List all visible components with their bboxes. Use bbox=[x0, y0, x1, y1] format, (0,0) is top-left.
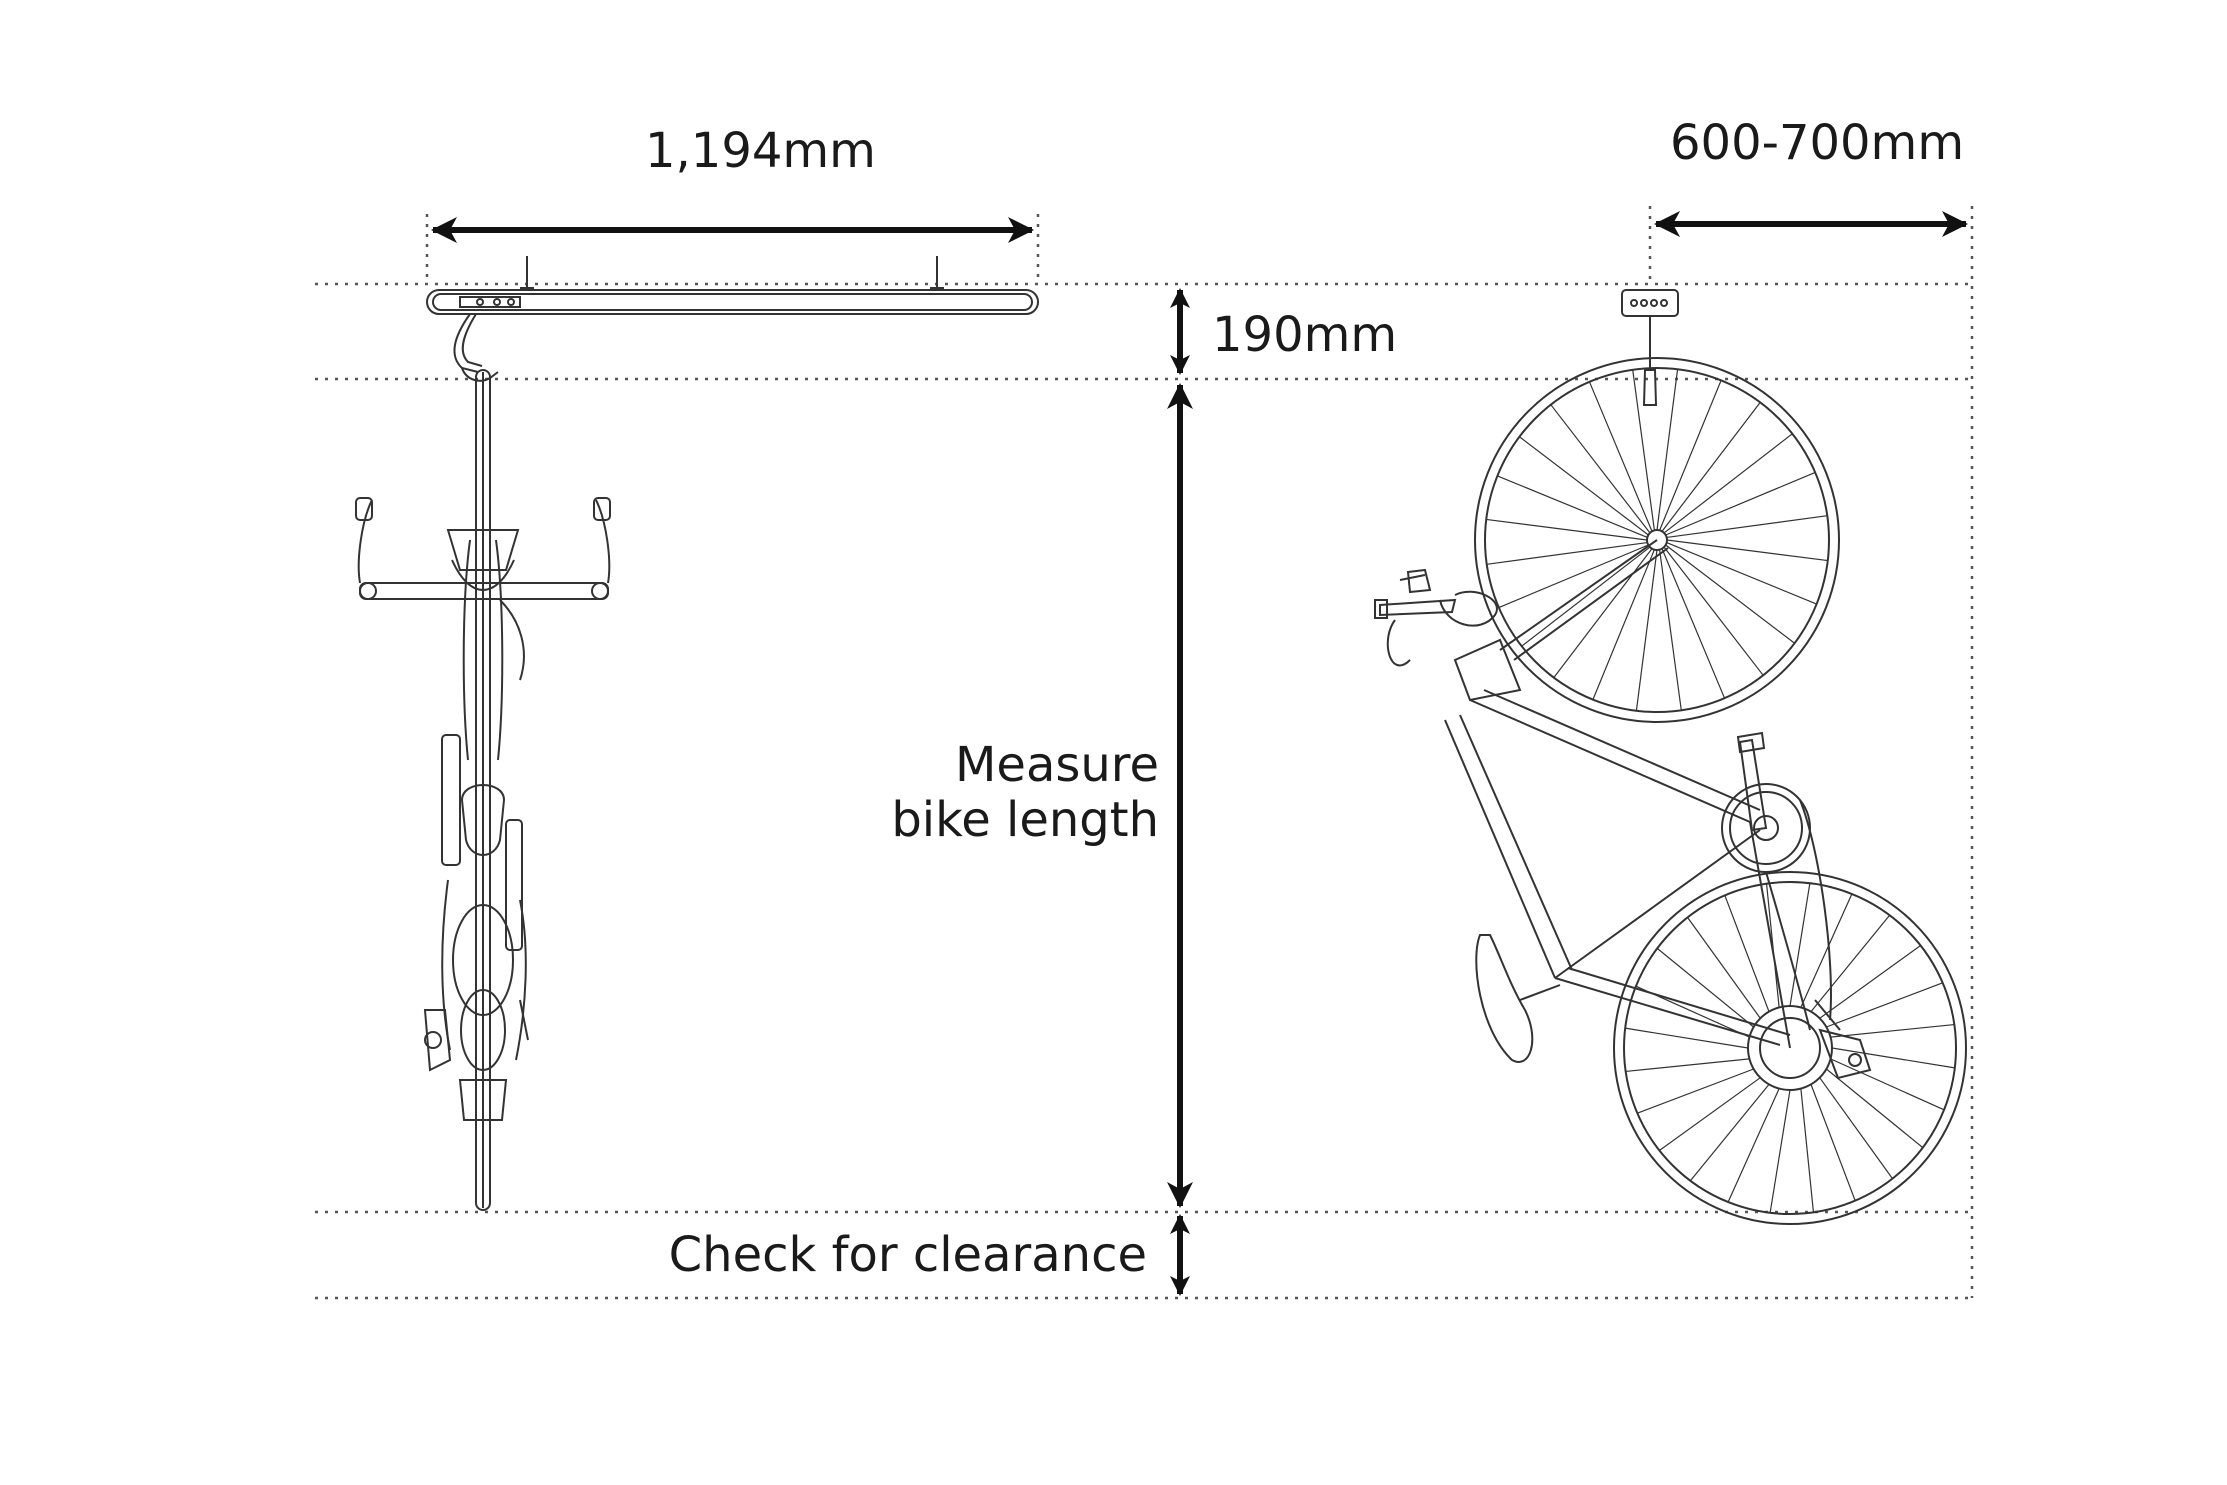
spoke bbox=[1553, 548, 1653, 678]
bike-length-label: Measure bike length bbox=[891, 737, 1159, 849]
bike-side-view bbox=[1374, 357, 1967, 1225]
spoke bbox=[1521, 546, 1651, 647]
spoke bbox=[1592, 549, 1655, 700]
spoke bbox=[1769, 1089, 1791, 1213]
hook-spacing-label: 600-700mm bbox=[1670, 115, 1965, 171]
seat bbox=[460, 784, 506, 856]
clearance-label: Check for clearance bbox=[668, 1227, 1147, 1283]
hook-arm bbox=[453, 313, 499, 382]
spoke bbox=[1666, 539, 1828, 562]
bike-top-view bbox=[355, 369, 611, 1211]
spoke bbox=[1661, 402, 1761, 532]
spoke bbox=[1498, 544, 1649, 609]
spoke bbox=[1687, 917, 1761, 1019]
spoke bbox=[1800, 893, 1853, 1008]
ceiling-rail bbox=[426, 256, 1039, 315]
guide-lines bbox=[315, 206, 1974, 1300]
frame bbox=[1444, 539, 1811, 1049]
spoke bbox=[1830, 1058, 1945, 1111]
spoke bbox=[1656, 947, 1755, 1028]
spoke bbox=[1588, 381, 1653, 532]
spoke bbox=[1625, 1027, 1749, 1049]
spoke bbox=[1486, 518, 1648, 541]
spoke bbox=[1830, 1023, 1955, 1038]
spoke bbox=[1666, 515, 1828, 539]
mount-bracket bbox=[1621, 289, 1679, 406]
spoke bbox=[1497, 475, 1648, 538]
spoke bbox=[1665, 471, 1816, 536]
spoke bbox=[1810, 914, 1891, 1013]
spoke bbox=[1665, 544, 1795, 644]
spoke bbox=[1810, 1084, 1856, 1201]
spoke bbox=[1625, 1058, 1750, 1073]
spoke bbox=[1632, 369, 1656, 531]
spoke bbox=[1550, 404, 1651, 534]
rear-derailleur bbox=[1759, 999, 1872, 1080]
handlebar bbox=[355, 497, 611, 681]
handlebar-side bbox=[1374, 568, 1498, 667]
spoke bbox=[1656, 369, 1679, 531]
spoke bbox=[1800, 1088, 1815, 1213]
rear-wheel-spokes bbox=[1625, 883, 1955, 1213]
spoke bbox=[1659, 380, 1722, 531]
rail-height-label: 190mm bbox=[1212, 307, 1398, 363]
saddle bbox=[1475, 934, 1561, 1063]
spoke bbox=[1724, 895, 1770, 1012]
drivetrain bbox=[423, 734, 529, 1121]
spoke bbox=[1825, 1068, 1924, 1149]
bike-length-label-line1: Measure bbox=[955, 737, 1159, 793]
spoke bbox=[1637, 1068, 1754, 1114]
spoke bbox=[1727, 1088, 1780, 1203]
front-wheel-spokes bbox=[1486, 369, 1828, 711]
spoke bbox=[1666, 542, 1817, 605]
spoke bbox=[1819, 1077, 1893, 1179]
spoke bbox=[1831, 1047, 1955, 1069]
rail-controls-icon bbox=[459, 296, 521, 308]
bike-length-label-line2: bike length bbox=[891, 792, 1159, 849]
spoke bbox=[1635, 549, 1658, 711]
spoke bbox=[1663, 433, 1793, 534]
spoke bbox=[1689, 1083, 1770, 1182]
spoke bbox=[1659, 1077, 1761, 1151]
spoke bbox=[1661, 548, 1726, 699]
chain bbox=[1765, 799, 1832, 1031]
spoke bbox=[1486, 541, 1648, 565]
spoke bbox=[1663, 546, 1764, 676]
spoke bbox=[1658, 549, 1682, 711]
spoke bbox=[1826, 982, 1943, 1028]
dimension-arrows bbox=[431, 211, 1968, 1296]
rail-length-label: 1,194mm bbox=[645, 123, 876, 179]
spoke bbox=[1819, 945, 1921, 1019]
spoke bbox=[1519, 436, 1649, 536]
spoke bbox=[1789, 883, 1811, 1007]
